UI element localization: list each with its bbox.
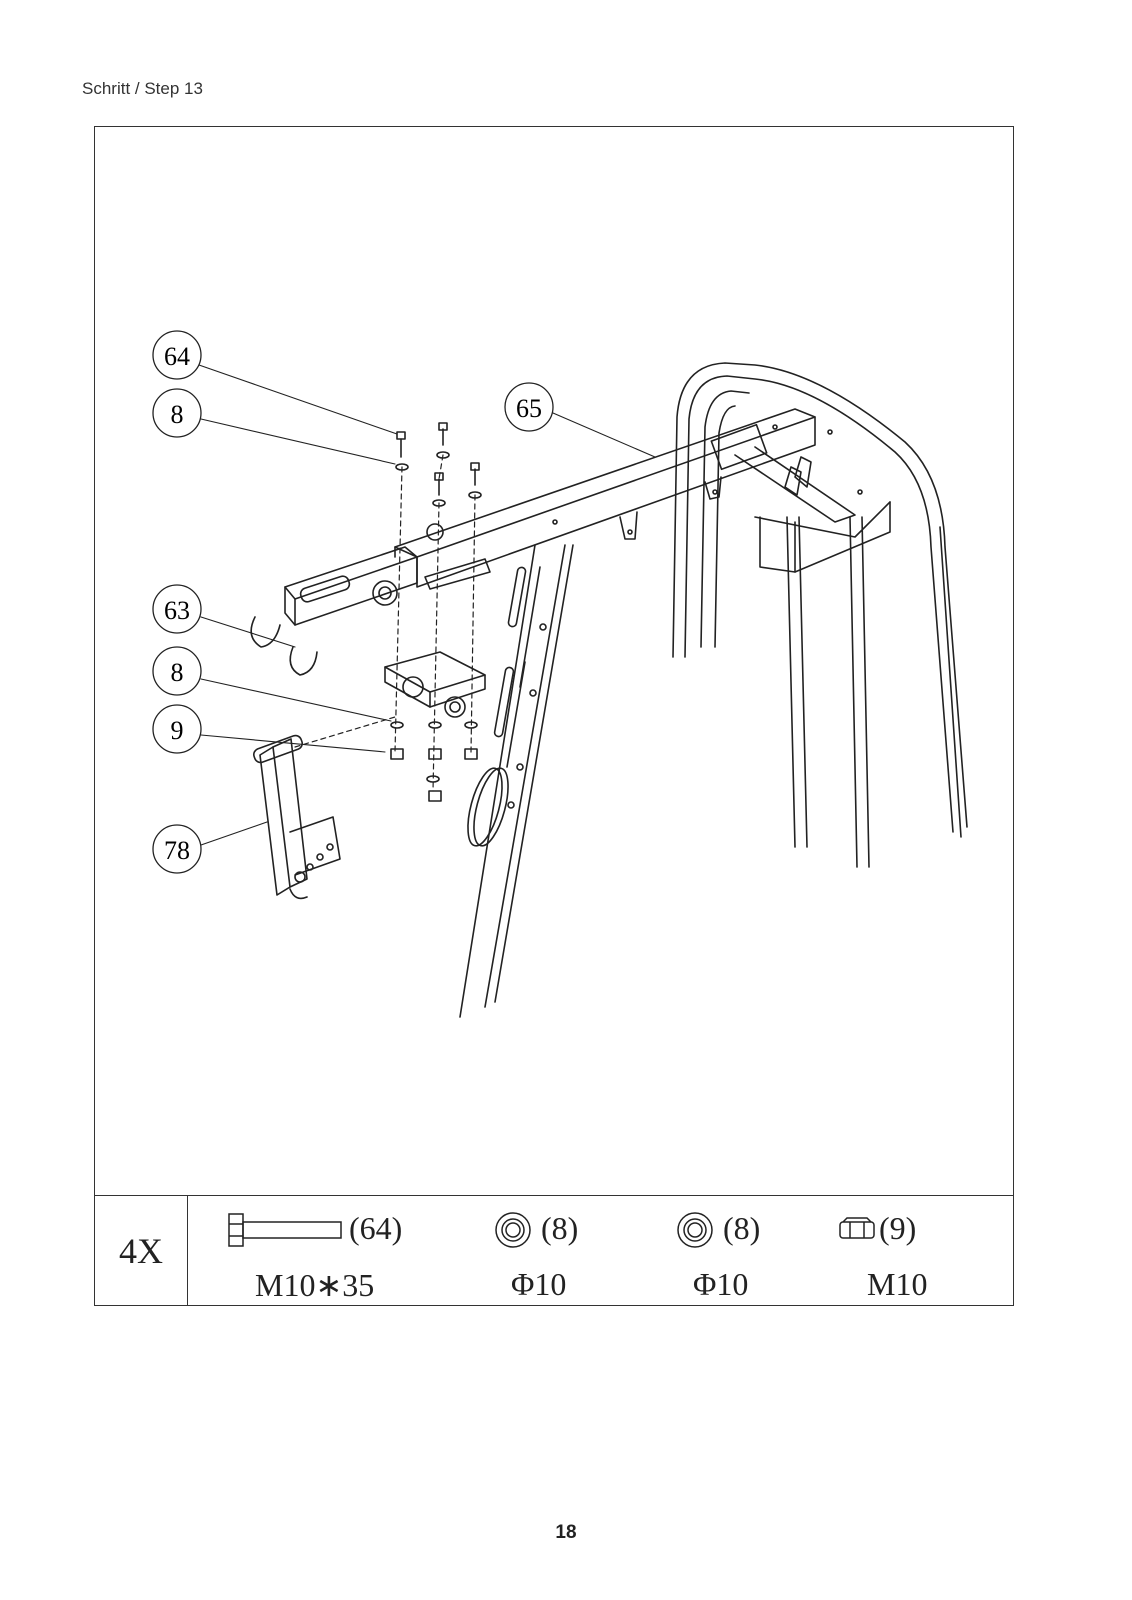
part-ref: (8) (723, 1210, 761, 1246)
callout-78: 78 (152, 824, 202, 874)
callout-65: 65 (504, 382, 554, 432)
assembly-drawing: 64 8 65 63 8 9 78 (152, 330, 968, 1018)
part-spec: M10∗35 (255, 1267, 375, 1303)
part-ref: (9) (879, 1210, 917, 1246)
part-washer-8a: (8) Φ10 (493, 1196, 643, 1306)
parts-quantity: 4X (95, 1196, 188, 1306)
callout-8-upper: 8 (152, 388, 202, 438)
bolt-icon (228, 1213, 342, 1247)
part-spec: M10 (867, 1266, 928, 1302)
svg-text:8: 8 (171, 400, 184, 429)
callout-9: 9 (152, 704, 202, 754)
top-beam-65 (394, 408, 891, 588)
svg-text:9: 9 (171, 716, 184, 745)
washer-icon (677, 1212, 713, 1248)
assembly-frame: 64 8 65 63 8 9 78 4X (94, 126, 1014, 1306)
svg-text:8: 8 (171, 658, 184, 687)
upright-pulley (467, 767, 509, 847)
parts-table: 4X (64) M10∗35 (8) Φ10 (95, 1195, 1013, 1306)
fasteners (390, 422, 482, 802)
svg-text:65: 65 (516, 394, 542, 423)
page-number: 18 (555, 1522, 577, 1543)
part-ref: (64) (349, 1210, 403, 1246)
part-spec: Φ10 (511, 1266, 567, 1302)
extension-arm (250, 523, 491, 676)
step-title: Schritt / Step 13 (82, 79, 203, 98)
nut-icon (839, 1217, 875, 1239)
part-spec: Φ10 (693, 1266, 749, 1302)
main-frame-arch (672, 362, 968, 868)
callout-63: 63 (152, 584, 202, 634)
part-washer-8b: (8) Φ10 (675, 1196, 825, 1306)
svg-text:64: 64 (164, 342, 190, 371)
part-78 (253, 734, 341, 900)
assembly-guide-lines (294, 454, 476, 792)
callout-8-lower: 8 (152, 646, 202, 696)
part-bolt-64: (64) M10∗35 (225, 1196, 425, 1306)
callout-64: 64 (152, 330, 202, 380)
bracket-63 (384, 651, 486, 718)
diagonal-upright (459, 544, 574, 1018)
part-ref: (8) (541, 1210, 579, 1246)
svg-text:78: 78 (164, 836, 190, 865)
washer-icon (495, 1212, 531, 1248)
part-nut-9: (9) M10 (837, 1196, 987, 1306)
svg-text:63: 63 (164, 596, 190, 625)
leader-lines (198, 364, 656, 846)
